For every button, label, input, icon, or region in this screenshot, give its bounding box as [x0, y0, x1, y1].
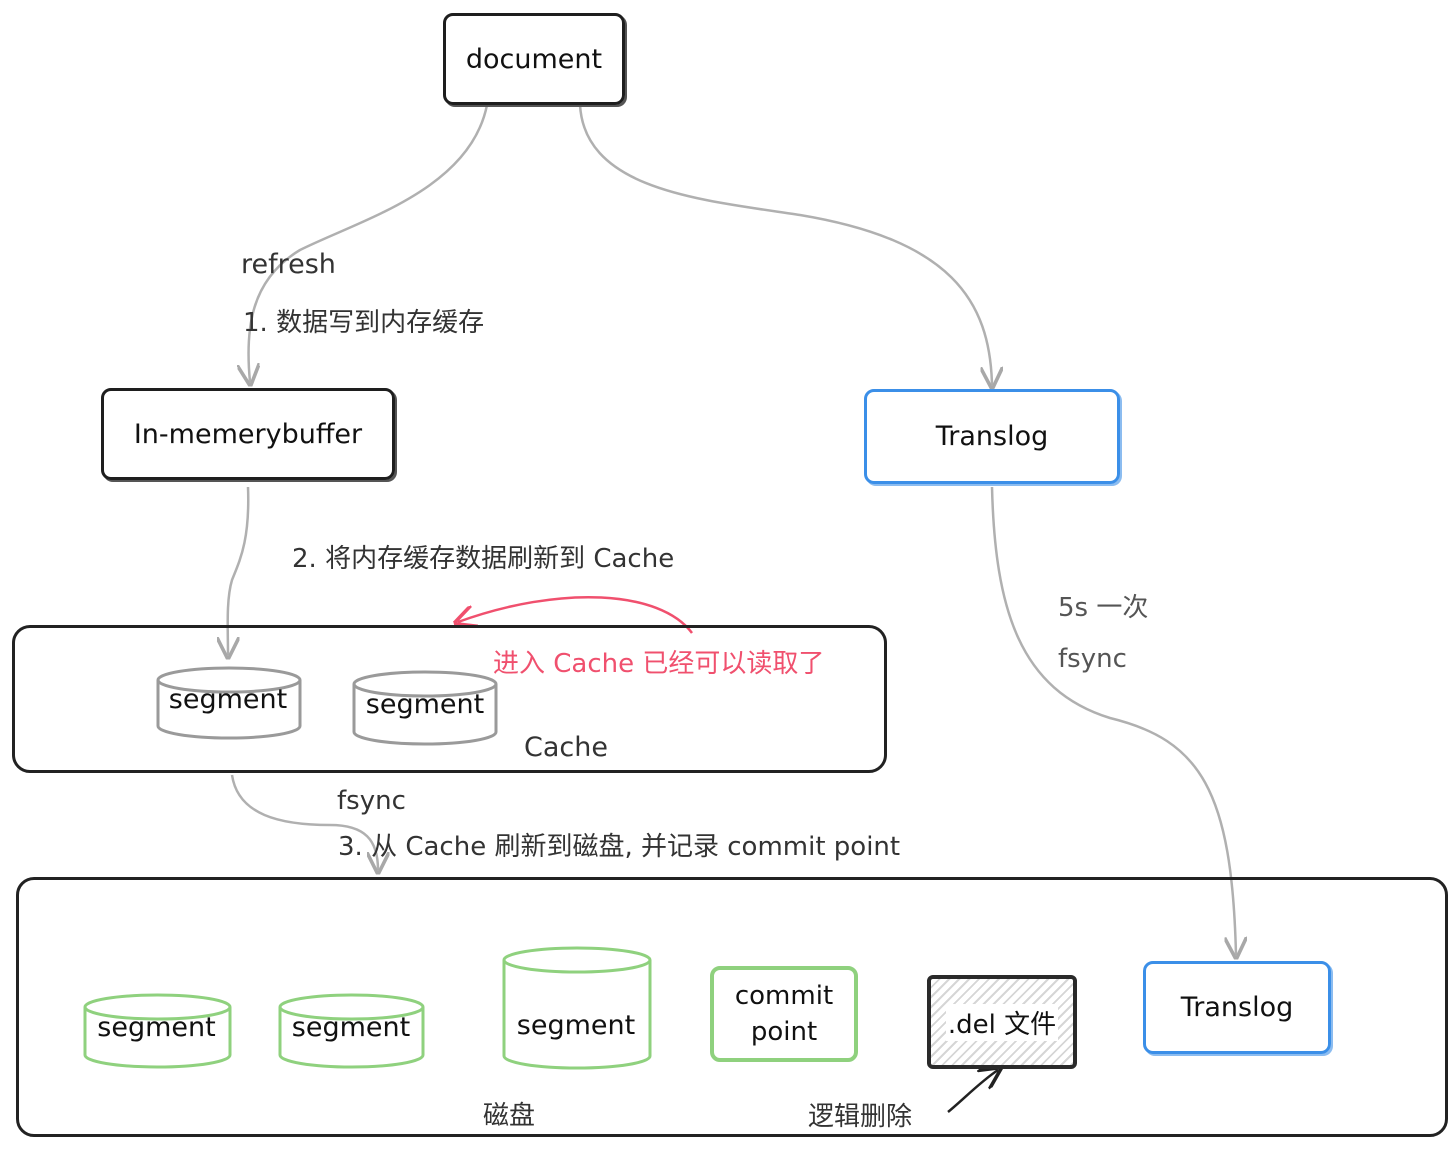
cache-segment-1-cylinder-top — [156, 666, 302, 694]
label-readable: 进入 Cache 已经可以读取了 — [493, 649, 825, 679]
arrow-readable — [458, 596, 694, 634]
disk-segment-1: segment — [97, 1012, 216, 1043]
disk-segment-3: segment — [516, 1010, 636, 1041]
cache-segment-2-cylinder-top — [352, 670, 498, 698]
cache-segment-2-cylinder-body — [352, 684, 498, 746]
commit-point-line-2: point — [750, 1017, 818, 1047]
node-in-memory-buffer: In-memerybuffer — [101, 388, 395, 480]
label-refresh: refresh — [241, 249, 336, 280]
del-file-label: .del 文件 — [945, 1003, 1059, 1041]
cache-segment-1: segment — [168, 684, 288, 715]
node-commit-point: commit point — [710, 966, 858, 1062]
node-translog-bottom: Translog — [1143, 961, 1331, 1054]
node-translog-top-label: Translog — [935, 421, 1049, 452]
cache-container-label: Cache — [524, 732, 608, 763]
node-buffer-label: In-memerybuffer — [133, 418, 363, 450]
disk-container — [16, 877, 1448, 1137]
disk-segment-1-cylinder-body — [83, 1007, 232, 1069]
arrow-buffer-to-cache — [228, 486, 250, 655]
cache-container — [12, 625, 887, 773]
disk-segment-3-cylinder-top — [502, 946, 652, 974]
disk-segment-2: segment — [291, 1012, 411, 1043]
disk-segment-1-cylinder-top — [83, 993, 232, 1021]
label-translog-fsync: fsync — [1058, 644, 1127, 674]
disk-segment-2-cylinder-top — [278, 993, 425, 1021]
label-step-1: 1. 数据写到内存缓存 — [243, 308, 485, 338]
cache-segment-1-cylinder-body — [156, 680, 302, 740]
label-translog-interval: 5s 一次 — [1058, 593, 1149, 623]
disk-segment-2-cylinder-body — [278, 1007, 425, 1069]
cache-segment-2: segment — [365, 689, 485, 720]
arrow-logical-delete — [947, 1070, 998, 1113]
disk-container-label: 磁盘 — [483, 1101, 536, 1131]
node-del-file: .del 文件 — [927, 975, 1077, 1069]
label-step-3: 3. 从 Cache 刷新到磁盘, 并记录 commit point — [338, 832, 901, 862]
node-document-label: document — [465, 43, 603, 75]
arrow-cache-to-disk — [230, 774, 378, 870]
disk-segment-3-cylinder-body — [502, 960, 652, 1070]
commit-point-line-1: commit — [734, 981, 834, 1011]
arrow-document-to-buffer — [248, 104, 489, 382]
label-fsync-cache: fsync — [337, 786, 406, 816]
node-document: document — [443, 13, 625, 105]
node-translog-bottom-label: Translog — [1180, 992, 1294, 1023]
arrow-document-to-translog — [578, 104, 992, 385]
label-logical-delete: 逻辑删除 — [808, 1102, 913, 1132]
arrow-translog-to-disk-translog — [990, 486, 1236, 955]
node-translog-top: Translog — [864, 389, 1120, 484]
label-step-2: 2. 将内存缓存数据刷新到 Cache — [292, 544, 675, 574]
